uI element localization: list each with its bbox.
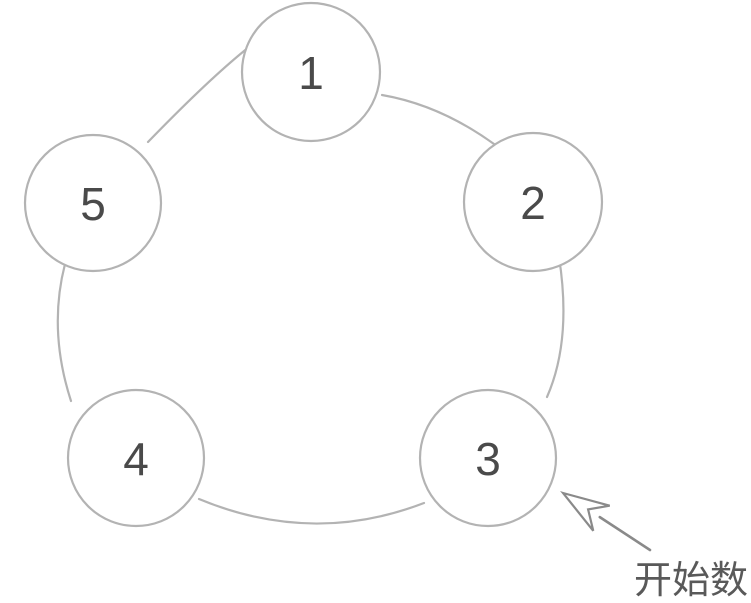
link-node3-to-node4 <box>197 497 426 525</box>
node-5[interactable]: 5 <box>23 133 163 273</box>
link-node4-to-node5 <box>56 262 73 403</box>
node-4-label: 4 <box>123 433 149 485</box>
annotation-label: 开始数 <box>634 558 748 602</box>
link-node1-to-node2 <box>380 93 496 146</box>
node-2-circle[interactable] <box>462 131 604 273</box>
node-1-label: 1 <box>298 47 324 99</box>
node-1-circle[interactable] <box>240 1 382 143</box>
link-node5-to-node1 <box>146 45 251 144</box>
node-4-circle[interactable] <box>66 388 206 528</box>
annotation-arrow <box>560 491 652 552</box>
link-node2-to-node3 <box>545 255 565 399</box>
arrow-head-icon <box>560 491 610 532</box>
node-3[interactable]: 3 <box>418 388 558 528</box>
node-3-label: 3 <box>475 433 501 485</box>
node-1[interactable]: 1 <box>240 1 382 143</box>
node-2-label: 2 <box>520 177 546 229</box>
arrow-shaft-line <box>598 515 652 552</box>
node-5-label: 5 <box>80 178 106 230</box>
node-5-circle[interactable] <box>23 133 163 273</box>
node-2[interactable]: 2 <box>462 131 604 273</box>
node-4[interactable]: 4 <box>66 388 206 528</box>
node-3-circle[interactable] <box>418 388 558 528</box>
link-group <box>56 45 565 525</box>
